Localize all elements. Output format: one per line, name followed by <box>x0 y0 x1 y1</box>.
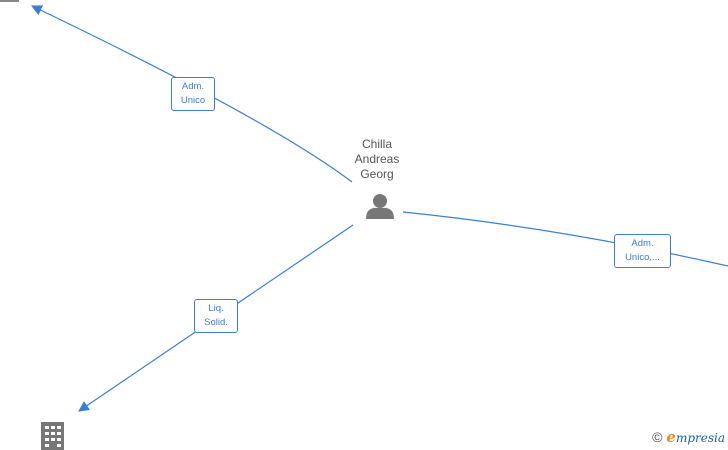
building-icon[interactable] <box>41 422 64 450</box>
person-name-line-3: Georg <box>360 167 394 181</box>
edge-label-line: Solid. <box>204 317 228 328</box>
brand-rest: mpresia <box>675 431 725 445</box>
edge-label-line: Liq. <box>208 303 224 314</box>
edge-label-adm-unico-right[interactable]: Adm. Unico,... <box>614 234 671 268</box>
edge-label-adm-unico-top[interactable]: Adm. Unico <box>171 77 215 111</box>
brand-first-letter: e <box>666 428 676 446</box>
person-name-label[interactable]: Chilla Andreas Georg <box>346 137 408 182</box>
edge-label-liq-solid[interactable]: Liq. Solid. <box>194 299 238 333</box>
copyright-symbol: © <box>652 429 663 445</box>
brand-name: empresia <box>666 428 725 446</box>
edge-label-line: Unico <box>180 95 206 106</box>
edge-line-right <box>402 211 728 267</box>
edge-label-line: Unico,... <box>625 252 660 263</box>
person-icon[interactable] <box>366 194 394 219</box>
person-name-line-1: Chilla <box>361 137 392 151</box>
edge-label-line: Adm. <box>631 238 654 249</box>
edge-line-top-left <box>31 5 353 183</box>
partial-node-top-left <box>0 0 19 2</box>
empresia-logo: © empresia <box>652 428 725 446</box>
edge-label-line: Adm. <box>181 81 205 92</box>
person-name-line-2: Andreas <box>354 152 400 166</box>
